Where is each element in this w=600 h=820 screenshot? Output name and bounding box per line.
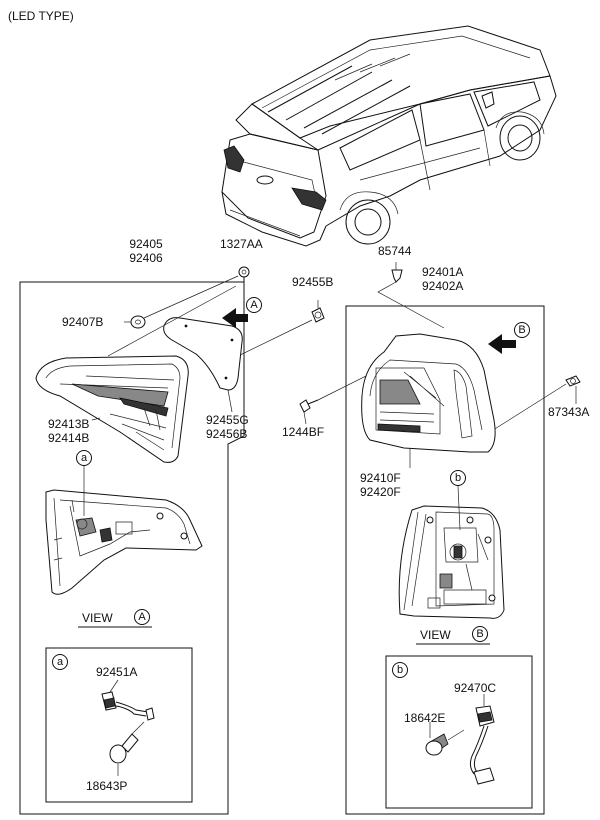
view-b-marker: B	[472, 626, 488, 642]
detail-a-marker: a	[76, 450, 92, 466]
view-b-label: VIEW	[420, 628, 451, 642]
lamp-rear-view-a	[45, 466, 203, 595]
lamp-code-92414b: 92414B	[48, 431, 90, 445]
view-arrow-a-marker: A	[246, 297, 262, 313]
bulb-code-18642e: 18642E	[404, 711, 446, 725]
detail-box-b-frame	[385, 655, 533, 809]
lamp-92410f-part	[361, 333, 496, 468]
socket-code-92451a: 92451A	[96, 665, 138, 679]
gasket-code-92456b: 92456B	[206, 427, 248, 441]
holder-code-label: 92455B	[292, 275, 334, 289]
gasket-code-92455g: 92455G	[206, 413, 249, 427]
holder-92455b-part	[233, 300, 325, 359]
view-arrow-b-marker: B	[514, 322, 530, 338]
lamp-code-92420f: 92420F	[360, 485, 401, 499]
detail-box-a-frame	[45, 647, 193, 803]
bulb-18642e-part	[425, 722, 465, 756]
detail-box-b-marker: b	[392, 662, 408, 678]
socket-92451a-part	[101, 679, 155, 721]
bulb-code-18643p: 18643P	[86, 779, 128, 793]
assembly-code-92401a: 92401A	[422, 265, 464, 279]
view-a-label: VIEW	[82, 611, 113, 625]
washer-code-label: 92407B	[62, 315, 104, 329]
lamp-rear-view-b	[398, 485, 505, 619]
nut-1327aa-part	[238, 266, 250, 282]
socket-92470c-part	[469, 694, 495, 785]
screw-code-label: 1244BF	[282, 425, 325, 439]
right-group-frame	[345, 305, 545, 815]
lamp-92413b-part	[35, 285, 237, 463]
clip-code-label: 85744	[378, 244, 412, 258]
assembly-code-92406: 92406	[129, 251, 163, 265]
view-arrow-b	[488, 334, 516, 354]
view-a-marker: A	[134, 609, 150, 625]
washer-92407b-part	[124, 275, 239, 329]
diagram-title: (LED TYPE)	[8, 9, 74, 23]
detail-b-marker: b	[450, 470, 466, 486]
nut-code-label: 1327AA	[220, 237, 263, 251]
assembly-code-92402a: 92402A	[422, 279, 464, 293]
bulb-18643p-part	[109, 721, 145, 776]
detail-box-a-marker: a	[52, 654, 68, 670]
socket-code-92470c: 92470C	[454, 681, 497, 695]
grommet-87343a-part	[489, 375, 581, 433]
grommet-code-label: 87343A	[548, 405, 590, 419]
gasket-92455g-part	[163, 317, 243, 413]
clip-85744-part	[377, 262, 445, 329]
view-arrow-a	[222, 308, 248, 328]
lamp-code-92413b: 92413B	[48, 417, 90, 431]
lamp-code-92410f: 92410F	[360, 471, 401, 485]
assembly-code-92405: 92405	[129, 237, 163, 251]
vehicle-illustration	[221, 25, 557, 247]
